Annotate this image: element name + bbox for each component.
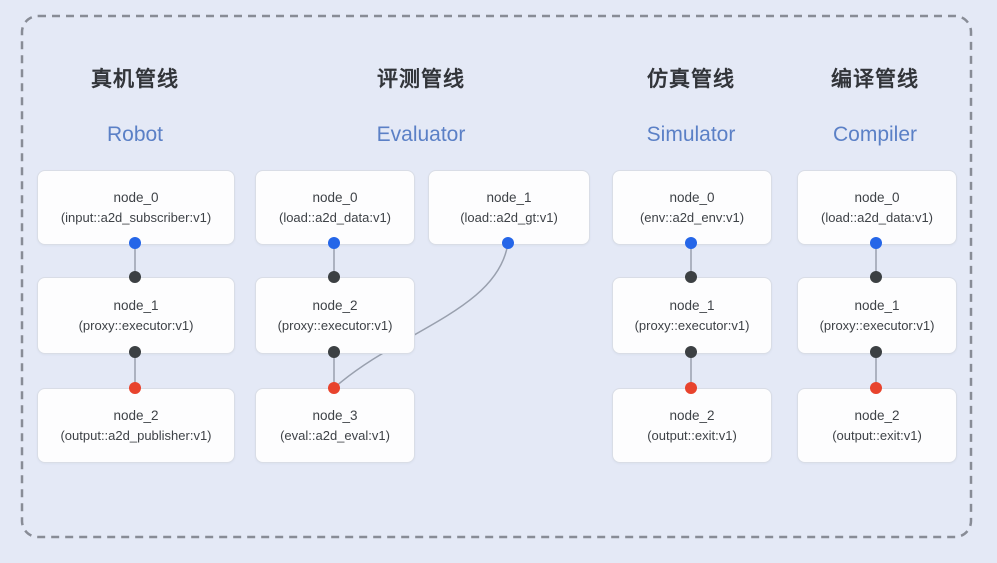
node-title: node_1	[486, 190, 532, 205]
pipeline-title-zh-robot: 真机管线	[91, 68, 179, 91]
node-title: node_2	[113, 408, 159, 423]
node-title: node_0	[669, 190, 715, 205]
pipeline-title-zh-simulator: 仿真管线	[647, 68, 735, 91]
node-evaluator-node3: node_3 (eval::a2d_eval:v1)	[255, 388, 415, 463]
node-evaluator-node0: node_0 (load::a2d_data:v1)	[255, 170, 415, 245]
node-subtitle: (input::a2d_subscriber:v1)	[60, 210, 212, 225]
node-title: node_2	[312, 298, 358, 313]
node-robot-node0: node_0 (input::a2d_subscriber:v1)	[37, 170, 235, 245]
node-evaluator-node2: node_2 (proxy::executor:v1)	[255, 277, 415, 354]
node-title: node_2	[854, 408, 900, 423]
node-title: node_0	[312, 190, 358, 205]
node-title: node_0	[113, 190, 159, 205]
node-subtitle: (load::a2d_data:v1)	[820, 210, 934, 225]
pipeline-title-zh-compiler: 编译管线	[831, 68, 919, 91]
pipeline-title-en-simulator: Simulator	[646, 123, 736, 146]
pipeline-title-en-robot: Robot	[106, 123, 164, 146]
node-evaluator-node1: node_1 (load::a2d_gt:v1)	[428, 170, 590, 245]
node-subtitle: (output::a2d_publisher:v1)	[60, 428, 212, 443]
node-title: node_1	[854, 298, 900, 313]
node-title: node_0	[854, 190, 900, 205]
node-subtitle: (load::a2d_data:v1)	[278, 210, 392, 225]
node-compiler-node0: node_0 (load::a2d_data:v1)	[797, 170, 957, 245]
node-subtitle: (load::a2d_gt:v1)	[460, 210, 558, 225]
node-simulator-node1: node_1 (proxy::executor:v1)	[612, 277, 772, 354]
node-robot-node2: node_2 (output::a2d_publisher:v1)	[37, 388, 235, 463]
node-simulator-node0: node_0 (env::a2d_env:v1)	[612, 170, 772, 245]
node-compiler-node1: node_1 (proxy::executor:v1)	[797, 277, 957, 354]
node-subtitle: (proxy::executor:v1)	[634, 318, 750, 333]
node-subtitle: (proxy::executor:v1)	[78, 318, 194, 333]
node-subtitle: (proxy::executor:v1)	[277, 318, 393, 333]
pipeline-title-zh-evaluator: 评测管线	[377, 68, 465, 91]
node-subtitle: (proxy::executor:v1)	[819, 318, 935, 333]
node-title: node_2	[669, 408, 715, 423]
node-subtitle: (output::exit:v1)	[832, 428, 922, 443]
node-title: node_3	[312, 408, 358, 423]
node-robot-node1: node_1 (proxy::executor:v1)	[37, 277, 235, 354]
node-compiler-node2: node_2 (output::exit:v1)	[797, 388, 957, 463]
node-title: node_1	[113, 298, 159, 313]
node-title: node_1	[669, 298, 715, 313]
pipeline-title-en-compiler: Compiler	[832, 123, 918, 146]
node-simulator-node2: node_2 (output::exit:v1)	[612, 388, 772, 463]
node-subtitle: (output::exit:v1)	[647, 428, 737, 443]
node-subtitle: (env::a2d_env:v1)	[639, 210, 745, 225]
node-subtitle: (eval::a2d_eval:v1)	[280, 428, 390, 443]
pipeline-title-en-evaluator: Evaluator	[376, 123, 466, 146]
